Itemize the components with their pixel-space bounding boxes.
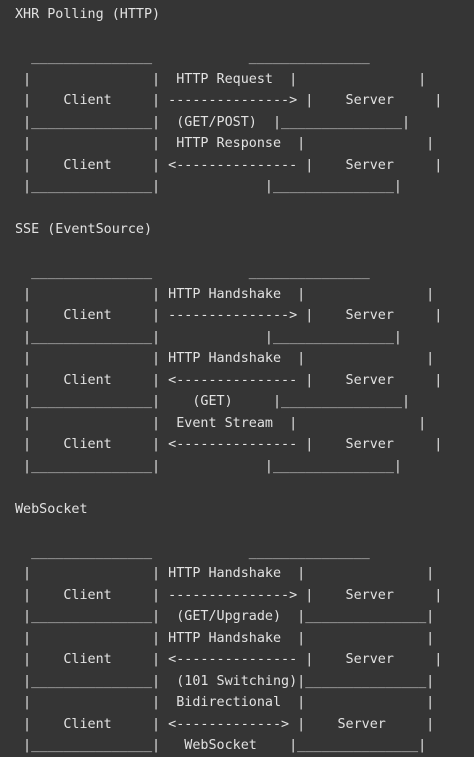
diagram-line: | Client | ---------------> | Server |: [15, 93, 443, 108]
diagram-line: | Client | <-------------> | Server |: [15, 716, 435, 732]
diagram-line: | Client | <--------------- | Server |: [15, 652, 443, 667]
diagram-line: |_______________| WebSocket |___________…: [15, 738, 427, 753]
diagram-line: |_______________| |_______________|: [15, 179, 402, 194]
diagram-line: | Client | <--------------- | Server |: [15, 437, 443, 452]
diagram-line: [15, 198, 474, 220]
diagram-line: [15, 520, 474, 542]
diagram-line: [15, 477, 474, 499]
diagram-line: | | HTTP Handshake | |: [15, 566, 435, 581]
diagram-line: | Client | ---------------> | Server |: [15, 587, 443, 603]
diagram-line: [15, 241, 474, 263]
diagram-line: XHR Polling (HTTP): [15, 7, 161, 22]
diagram-line: | Client | <--------------- | Server |: [15, 372, 443, 388]
diagram-line: [15, 26, 474, 48]
diagram-line: |_______________| (GET/POST) |__________…: [15, 114, 411, 130]
diagram-line: WebSocket: [15, 501, 88, 517]
diagram-line: | | Event Stream | |: [15, 415, 427, 431]
diagram-line: |_______________| (GET/Upgrade) |_______…: [15, 609, 435, 624]
diagram-line: |_______________| (101 Switching)|______…: [15, 673, 435, 689]
diagram-line: _______________ _______________: [15, 265, 370, 280]
diagram-line: | | HTTP Response | |: [15, 136, 435, 151]
diagram-line: _______________ _______________: [15, 50, 370, 65]
diagram-line: |_______________| |_______________|: [15, 329, 402, 345]
diagram-line: | | HTTP Request | |: [15, 71, 427, 87]
diagram-line: | Client | ---------------> | Server |: [15, 308, 443, 323]
diagram-line: | | Bidirectional | |: [15, 695, 435, 710]
diagram-line: |_______________| (GET) |_______________…: [15, 394, 411, 409]
diagram-line: | | HTTP Handshake | |: [15, 351, 435, 366]
diagram-line: _______________ _______________: [15, 544, 370, 560]
diagram-line: | | HTTP Handshake | |: [15, 630, 435, 646]
diagram-line: | Client | <--------------- | Server |: [15, 157, 443, 173]
diagram-line: SSE (EventSource): [15, 222, 153, 237]
diagram-line: | | HTTP Handshake | |: [15, 286, 435, 302]
diagram-line: |_______________| |_______________|: [15, 458, 402, 474]
